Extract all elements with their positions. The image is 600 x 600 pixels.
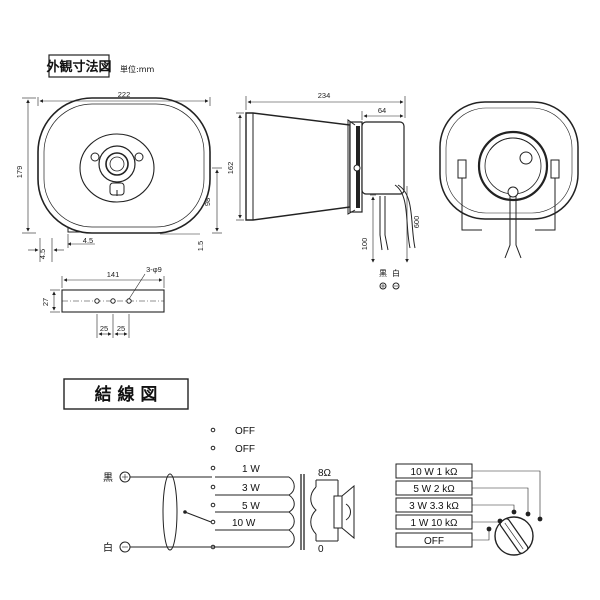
secondary-0: 0 [318, 544, 324, 555]
dim-4.5-vertical: 4.5 [38, 249, 47, 259]
selector-5w-2k: 5 W 2 kΩ [413, 484, 455, 495]
dim-holes-3phi9: 3-φ9 [146, 265, 162, 274]
side-view [245, 112, 416, 290]
tap-10w: 10 W [232, 518, 256, 529]
dim-bracket-27: 27 [41, 298, 50, 306]
dim-4.5-horizontal: 4.5 [83, 236, 93, 245]
dim-bracket-141: 141 [107, 270, 120, 279]
plus-icon [119, 471, 131, 483]
dim-cable-600: 600 [412, 216, 421, 229]
dim-length-234: 234 [318, 91, 331, 100]
dim-pitch-25a: 25 [100, 324, 108, 333]
unit-label: 単位:mm [120, 64, 154, 74]
selector-1w-10k: 1 W 10 kΩ [411, 518, 458, 529]
tap-off-2: OFF [235, 444, 255, 455]
dim-width-222: 222 [118, 90, 131, 99]
wire-white-label: 白 [392, 268, 400, 278]
input-white-label: 白 [103, 541, 113, 554]
dimension-title: 外観寸法図 [45, 59, 111, 75]
selector-3w-3.3k: 3 W 3.3 kΩ [409, 501, 459, 512]
dim-depth-64: 64 [378, 106, 386, 115]
wire-black-label: 黒 [379, 269, 387, 278]
minus-icon [119, 541, 131, 553]
speaker-icon [333, 480, 355, 541]
input-black-label: 黒 [103, 472, 113, 484]
dim-bracket-98: 98 [203, 198, 212, 206]
selector-off: OFF [424, 536, 444, 547]
wiring-title-box: 結 線 図 [63, 378, 189, 410]
tap-3w: 3 W [242, 483, 260, 494]
dimension-title-box: 外観寸法図 [45, 54, 112, 78]
front-view [37, 97, 211, 234]
tap-off-1: OFF [235, 426, 255, 437]
front-dimensions: 222 179 98 4.5 4.5 1.5 [15, 90, 222, 262]
bracket-view: 141 3-φ9 27 25 25 [41, 265, 165, 338]
dim-1.5: 1.5 [196, 241, 205, 251]
plus-icon [381, 284, 385, 288]
dim-pitch-25b: 25 [117, 324, 125, 333]
selector-switch: 10 W 1 kΩ 5 W 2 kΩ 3 W 3.3 kΩ 1 W 10 kΩ … [395, 463, 543, 556]
secondary-8ohm: 8Ω [318, 468, 332, 479]
tap-5w: 5 W [242, 501, 260, 512]
transformer [288, 474, 338, 550]
dim-horn-162: 162 [226, 162, 235, 175]
selector-10w-1k: 10 W 1 kΩ [411, 467, 458, 478]
dim-height-179: 179 [15, 166, 24, 179]
tap-1w: 1 W [242, 464, 260, 475]
wiring-title: 結 線 図 [95, 384, 158, 405]
side-dimensions: 234 64 162 100 600 黒 白 [226, 91, 421, 288]
dim-cable-100: 100 [360, 238, 369, 251]
rear-view [439, 101, 579, 259]
tap-points [210, 427, 216, 550]
wiring-diagram: 黒 白 OFF OFF 1 W 3 W 5 W 1 [103, 426, 355, 555]
